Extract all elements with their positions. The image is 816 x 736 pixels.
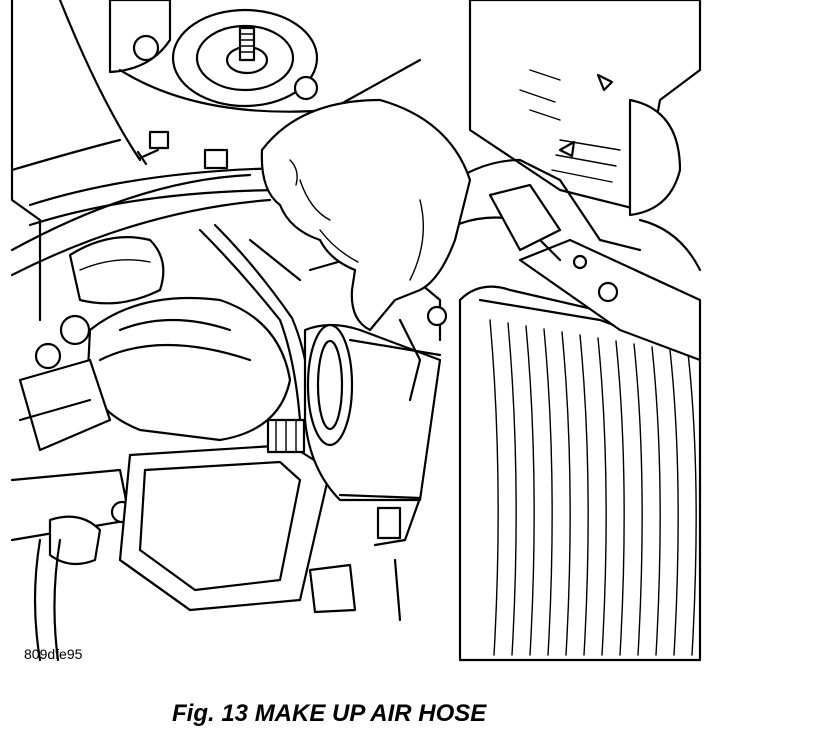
figure-caption: Fig. 13 MAKE UP AIR HOSE	[172, 700, 487, 727]
filter-box-rib	[525, 325, 535, 656]
filter-box-rib	[489, 319, 499, 656]
filter-box-rib	[633, 343, 643, 656]
air-filter-box	[458, 238, 702, 662]
lower-left-components	[10, 468, 134, 662]
left-framework	[10, 0, 272, 322]
lower-bracket	[308, 558, 402, 622]
filter-box-rib	[687, 352, 697, 656]
strut-tower	[108, 0, 422, 113]
air-cleaner-cover	[118, 443, 332, 612]
filter-box-rib	[597, 337, 607, 656]
sensor-connector	[266, 418, 306, 454]
throttle-body	[18, 296, 292, 452]
filter-box-rib	[615, 340, 625, 656]
filter-box-rib	[669, 349, 679, 656]
reservoir	[68, 236, 165, 305]
filter-box-rib	[651, 346, 661, 656]
filter-box-rib	[561, 331, 571, 656]
filter-box-rib	[543, 328, 553, 656]
figure-reference-code: 809dfe95	[24, 646, 83, 662]
control-module	[468, 0, 702, 217]
hand	[260, 98, 472, 332]
filter-box-rib	[507, 322, 517, 656]
filter-box-rib	[579, 334, 589, 656]
make-up-air-hose	[303, 323, 442, 547]
firewall-bolts	[136, 130, 229, 170]
